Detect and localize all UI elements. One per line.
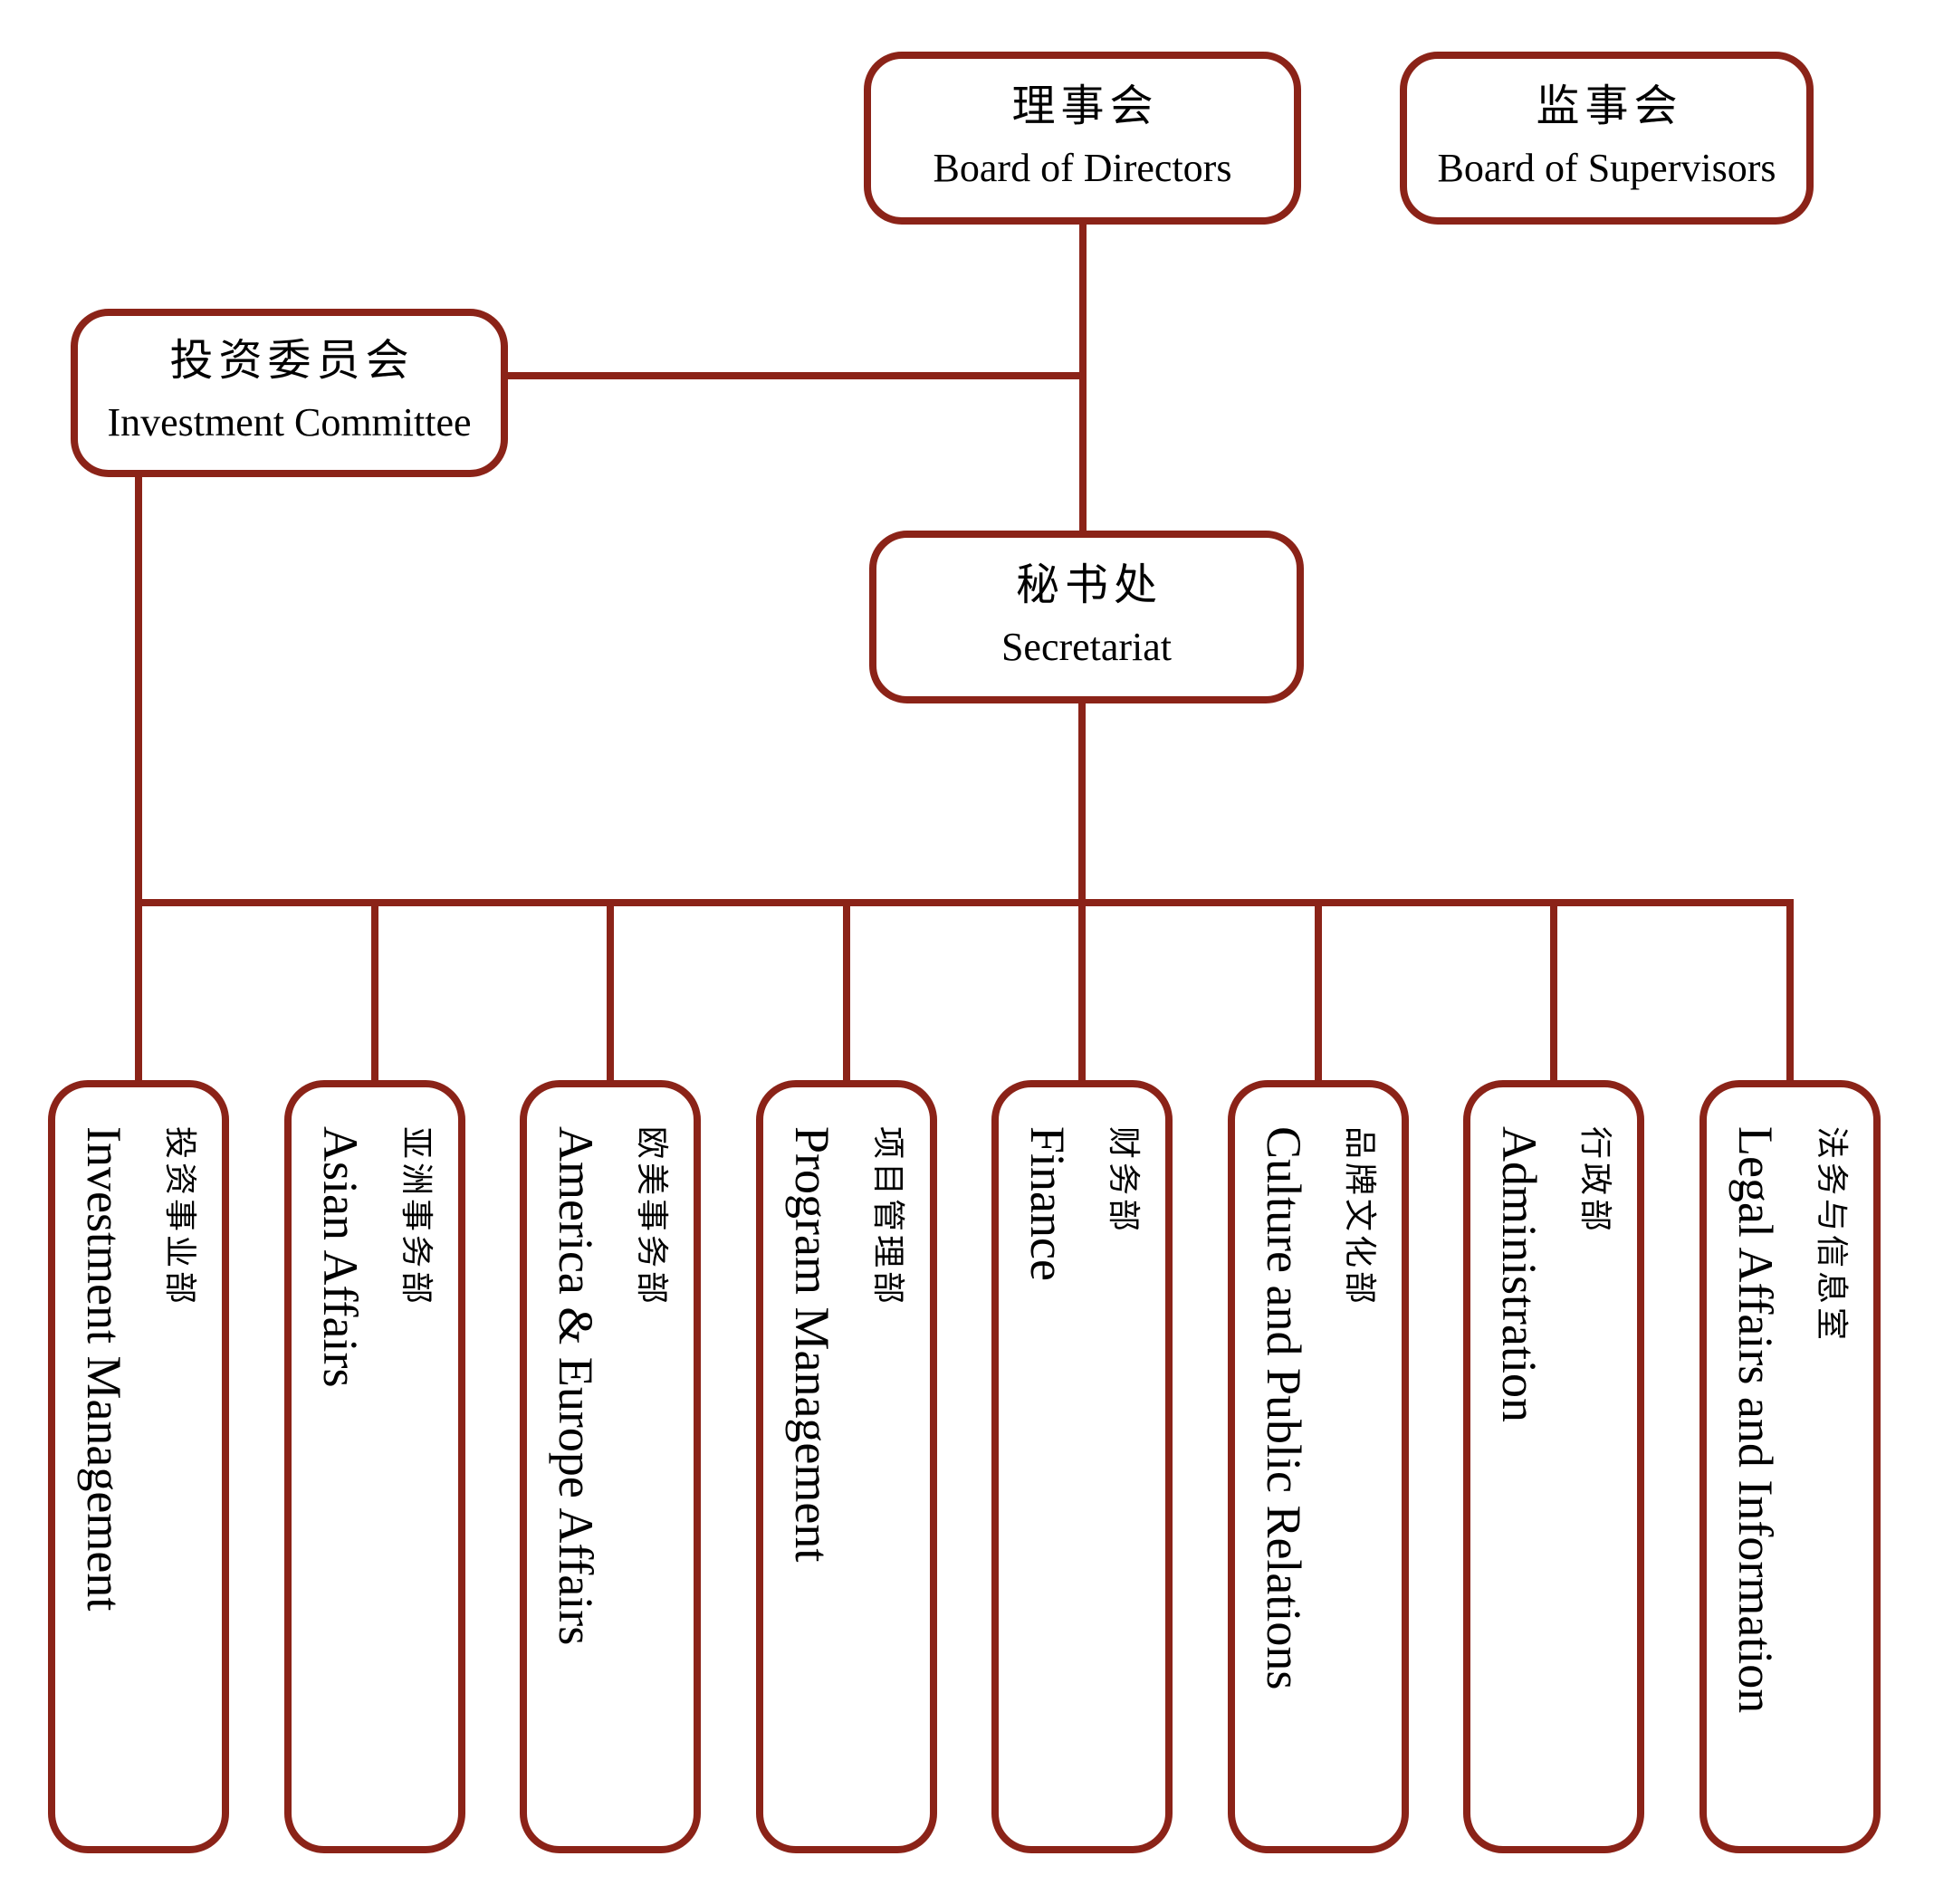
dept-box-america-europe-affairs: 欧美事务部 America & Europe Affairs: [520, 1080, 701, 1853]
dept-label-en: Program Management: [785, 1126, 839, 1563]
dept-label-zh: 项目管理部: [870, 1126, 906, 1308]
node-label-en: Investment Committee: [107, 400, 472, 445]
dept-box-culture-public-relations: 品牌文化部 Culture and Public Relations: [1228, 1080, 1409, 1853]
branch-line-3: [607, 899, 614, 1086]
node-label-zh: 投资委员会: [169, 337, 415, 385]
dept-label-group: 投资事业部 Investment Management: [59, 1112, 218, 1822]
branch-line-6: [1315, 899, 1322, 1086]
dept-label-zh: 行政部: [1577, 1126, 1613, 1236]
branch-line-2: [371, 899, 378, 1086]
dept-label-group: 欧美事务部 America & Europe Affairs: [531, 1112, 690, 1822]
dept-box-finance: 财务部 Finance: [991, 1080, 1173, 1853]
branch-line-8: [1786, 899, 1794, 1086]
org-node-secretariat: 秘书处 Secretariat: [869, 531, 1304, 703]
dept-label-group: 法务与信息室 Legal Affairs and Information: [1710, 1112, 1870, 1822]
dept-label-group: 行政部 Administration: [1474, 1112, 1633, 1822]
dept-label-en: Investment Management: [77, 1126, 131, 1612]
org-node-board-of-directors: 理事会 Board of Directors: [864, 52, 1301, 225]
dept-box-administration: 行政部 Administration: [1463, 1080, 1644, 1853]
branch-line-5: [1078, 899, 1086, 1086]
branch-line-7: [1550, 899, 1557, 1086]
org-node-board-of-supervisors: 监事会 Board of Supervisors: [1400, 52, 1814, 225]
dept-label-zh: 法务与信息室: [1814, 1126, 1850, 1344]
node-label-en: Board of Supervisors: [1437, 145, 1776, 190]
dept-label-en: Culture and Public Relations: [1257, 1126, 1311, 1690]
connector-committee-to-spine: [503, 372, 1087, 379]
dept-label-zh: 亚洲事务部: [398, 1126, 435, 1308]
branch-line-4: [843, 899, 850, 1086]
connector-board-to-secretariat: [1079, 221, 1087, 538]
dept-label-group: 亚洲事务部 Asian Affairs: [295, 1112, 455, 1822]
dept-label-zh: 品牌文化部: [1342, 1126, 1378, 1308]
dept-box-program-management: 项目管理部 Program Management: [756, 1080, 937, 1853]
connector-secretariat-to-rake: [1078, 700, 1086, 1086]
dept-label-group: 品牌文化部 Culture and Public Relations: [1239, 1112, 1398, 1822]
dept-label-en: America & Europe Affairs: [549, 1126, 603, 1646]
dept-label-en: Asian Affairs: [313, 1126, 368, 1388]
dept-box-investment-management: 投资事业部 Investment Management: [48, 1080, 229, 1853]
dept-box-legal-affairs-information: 法务与信息室 Legal Affairs and Information: [1699, 1080, 1881, 1853]
dept-box-asian-affairs: 亚洲事务部 Asian Affairs: [284, 1080, 465, 1853]
dept-label-zh: 欧美事务部: [634, 1126, 670, 1308]
node-label-en: Secretariat: [1001, 624, 1173, 669]
dept-label-en: Finance: [1020, 1126, 1075, 1281]
dept-label-en: Legal Affairs and Information: [1728, 1126, 1783, 1714]
node-label-zh: 监事会: [1536, 81, 1683, 130]
node-label-en: Board of Directors: [933, 145, 1232, 190]
dept-label-zh: 投资事业部: [162, 1126, 198, 1308]
connector-committee-down: [135, 474, 142, 906]
rake-line: [135, 899, 1794, 906]
dept-label-zh: 财务部: [1106, 1126, 1142, 1236]
branch-line-1: [135, 899, 142, 1086]
dept-label-group: 项目管理部 Program Management: [767, 1112, 926, 1822]
org-node-investment-committee: 投资委员会 Investment Committee: [71, 309, 508, 477]
dept-label-group: 财务部 Finance: [1002, 1112, 1162, 1822]
node-label-zh: 秘书处: [1015, 560, 1163, 609]
dept-label-en: Administration: [1492, 1126, 1546, 1422]
node-label-zh: 理事会: [1011, 81, 1159, 130]
